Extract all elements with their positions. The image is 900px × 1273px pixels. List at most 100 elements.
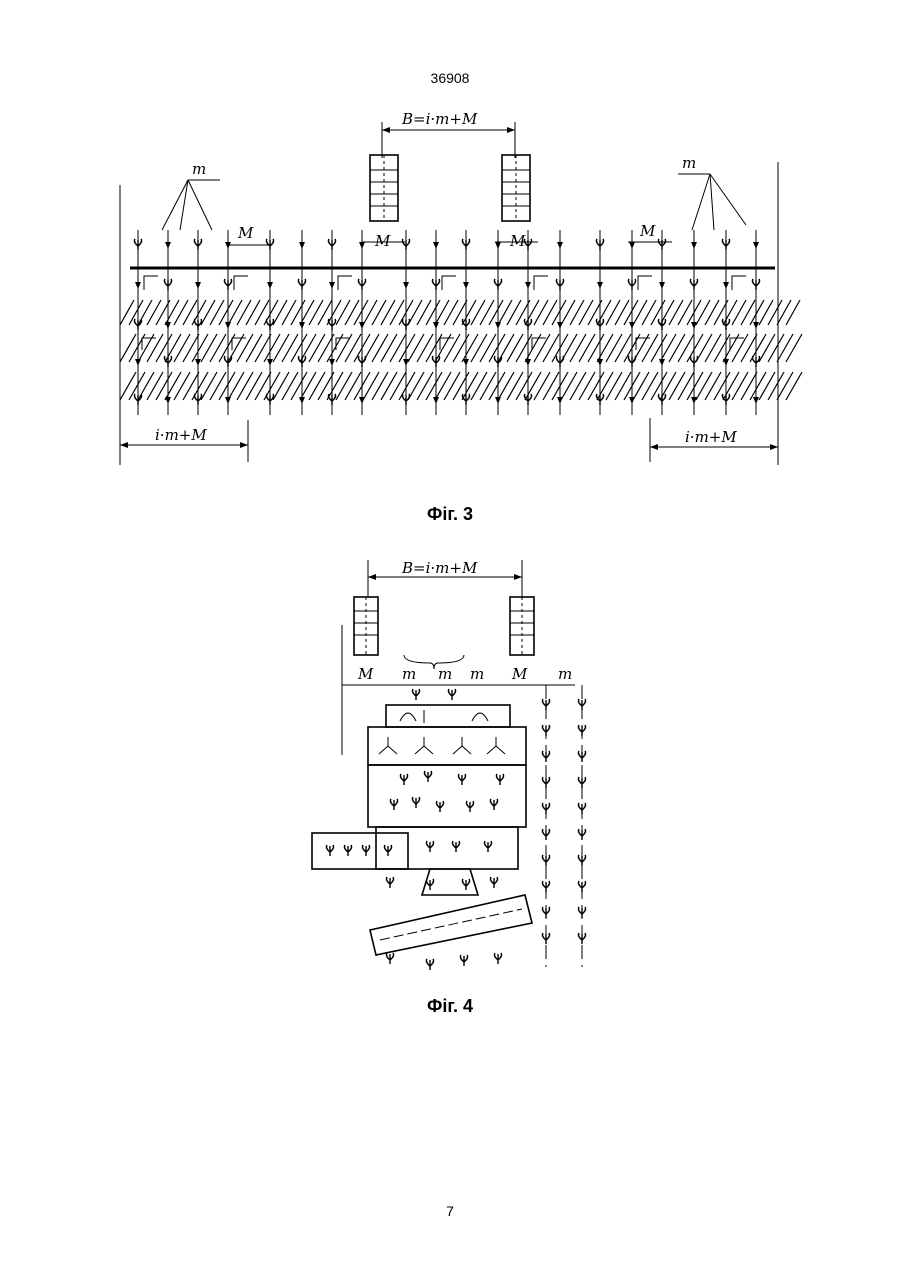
plant-icon bbox=[298, 356, 305, 367]
plant-icon bbox=[164, 356, 171, 367]
hatch-line bbox=[471, 300, 485, 325]
hatch-line bbox=[750, 372, 766, 400]
harvested-field-hatch bbox=[120, 300, 802, 400]
hatch-line bbox=[687, 334, 703, 362]
plant-icon bbox=[462, 394, 469, 405]
hatch-line bbox=[570, 334, 586, 362]
hatch-line bbox=[480, 372, 496, 400]
hatch-line bbox=[345, 372, 361, 400]
hatch-line bbox=[129, 372, 145, 400]
hatch-line bbox=[399, 334, 415, 362]
plant-icon bbox=[578, 751, 585, 762]
plant-icon bbox=[164, 279, 171, 290]
hatch-line bbox=[228, 372, 244, 400]
span-left: i·m+M bbox=[120, 420, 248, 462]
hatch-line bbox=[687, 372, 703, 400]
hatch-line bbox=[732, 300, 746, 325]
width-formula-label: B=i·m+M bbox=[401, 110, 478, 128]
plant-icon bbox=[722, 319, 729, 330]
figure-4-diagram: B=i·m+M M m m m M m bbox=[300, 555, 600, 975]
plant-icon bbox=[490, 799, 497, 810]
hatch-line bbox=[381, 372, 397, 400]
hatch-line bbox=[138, 372, 154, 400]
plant-icon bbox=[344, 845, 351, 856]
hatch-line bbox=[390, 334, 406, 362]
hatch-line bbox=[498, 334, 514, 362]
hatch-line bbox=[579, 334, 595, 362]
hatch-line bbox=[273, 372, 289, 400]
plant-row bbox=[462, 230, 469, 415]
plant-icon bbox=[578, 933, 585, 944]
hatch-line bbox=[669, 334, 685, 362]
plant-icon bbox=[578, 829, 585, 840]
hatch-line bbox=[381, 334, 397, 362]
wheel-left bbox=[354, 597, 378, 655]
plant-icon bbox=[402, 319, 409, 330]
row-m-label: m bbox=[438, 665, 452, 683]
hatch-line bbox=[543, 372, 559, 400]
hatch-line bbox=[138, 300, 152, 325]
hatch-line bbox=[606, 372, 622, 400]
plant-icon bbox=[722, 239, 729, 250]
hatch-line bbox=[570, 372, 586, 400]
hatch-line bbox=[210, 334, 226, 362]
plant-icon bbox=[556, 279, 563, 290]
plant-row bbox=[494, 230, 501, 415]
hatch-line bbox=[786, 334, 802, 362]
plant-row bbox=[194, 230, 201, 415]
figure-3-caption: Фіг. 3 bbox=[0, 504, 900, 525]
hatch-line bbox=[246, 334, 262, 362]
plant-icon bbox=[462, 319, 469, 330]
plant-icon bbox=[298, 279, 305, 290]
span-left-label: i·m+M bbox=[155, 426, 207, 444]
dimension-b: B=i·m+M bbox=[382, 110, 515, 158]
hatch-line bbox=[291, 300, 305, 325]
plant-icon bbox=[194, 239, 201, 250]
plant-row bbox=[432, 230, 456, 415]
hatch-line bbox=[282, 334, 298, 362]
plant-row bbox=[266, 230, 273, 415]
hatch-line bbox=[759, 334, 775, 362]
plant-icon bbox=[596, 239, 603, 250]
hatch-line bbox=[786, 300, 800, 325]
hatch-line bbox=[210, 300, 224, 325]
hatch-line bbox=[120, 334, 136, 362]
hatch-line bbox=[471, 372, 487, 400]
hatch-line bbox=[309, 372, 325, 400]
plant-icon bbox=[384, 845, 391, 856]
hatch-line bbox=[444, 300, 458, 325]
gap-m-label: M bbox=[639, 222, 656, 240]
plant-icon bbox=[452, 841, 459, 852]
plant-icon bbox=[596, 394, 603, 405]
plant-icon bbox=[224, 279, 231, 290]
hatch-line bbox=[462, 334, 478, 362]
plant-icon bbox=[412, 797, 419, 808]
wheel-right bbox=[510, 597, 534, 655]
rotor-icon bbox=[487, 737, 505, 754]
plant-icon bbox=[658, 239, 665, 250]
plant-icon bbox=[436, 801, 443, 812]
plant-row bbox=[298, 230, 305, 415]
hatch-line bbox=[363, 300, 377, 325]
plant-icon bbox=[578, 881, 585, 892]
plant-icon bbox=[266, 394, 273, 405]
hatch-line bbox=[219, 300, 233, 325]
document-number: 36908 bbox=[0, 70, 900, 86]
plant-icon bbox=[542, 855, 549, 866]
hatch-line bbox=[741, 372, 757, 400]
plant-icon bbox=[524, 239, 531, 250]
hatch-line bbox=[471, 334, 487, 362]
hatch-line bbox=[183, 372, 199, 400]
hatch-line bbox=[237, 372, 253, 400]
hatch-line bbox=[498, 300, 512, 325]
plant-icon bbox=[458, 774, 465, 785]
hatch-line bbox=[507, 372, 523, 400]
plant-icon bbox=[628, 279, 635, 290]
hatch-line bbox=[336, 372, 352, 400]
hatch-line bbox=[417, 300, 431, 325]
gap-markers: M M M M bbox=[228, 222, 672, 250]
hatch-line bbox=[219, 372, 235, 400]
plant-row bbox=[402, 230, 409, 415]
hatch-line bbox=[201, 300, 215, 325]
hatch-line bbox=[696, 334, 712, 362]
